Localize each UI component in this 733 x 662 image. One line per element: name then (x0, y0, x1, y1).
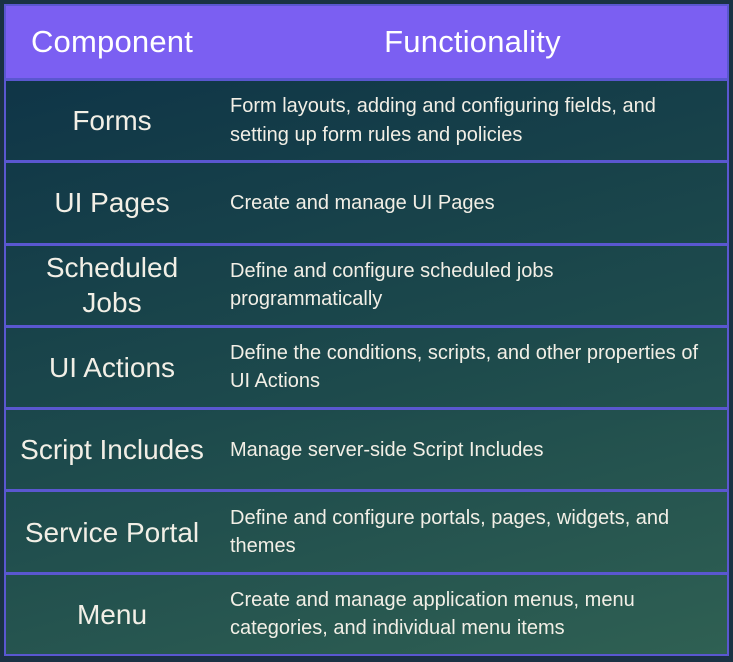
functionality-cell: Create and manage application menus, men… (230, 588, 635, 640)
functionality-cell: Define and configure portals, pages, wid… (230, 506, 670, 558)
functionality-cell: Define the conditions, scripts, and othe… (230, 342, 699, 393)
component-cell: UI Actions (48, 351, 176, 383)
component-cell: Script Includes (20, 434, 204, 466)
functionality-cell: Manage server-side Script Includes (230, 438, 544, 461)
table-row-scheduled-jobs: Scheduled Jobs Define and configure sche… (6, 242, 727, 325)
component-cell: UI Pages (54, 187, 170, 219)
functionality-cell: Define and configure scheduled jobs prog… (230, 259, 554, 311)
component-cell: Forms (72, 105, 152, 137)
component-cell: Menu (76, 598, 148, 630)
table-row-ui-pages: UI Pages Create and manage UI Pages (6, 160, 727, 242)
table-row-service-portal: Service Portal Define and configure port… (6, 489, 727, 571)
table-row-menu: Menu Create and manage application menus… (6, 571, 727, 654)
column-header-functionality: Functionality (384, 24, 561, 59)
functionality-cell: Form layouts, adding and configuring fie… (230, 95, 656, 146)
table-row-script-includes: Script Includes Manage server-side Scrip… (6, 407, 727, 489)
component-cell: Service Portal (24, 516, 200, 548)
component-functionality-table: Component Functionality Forms Form layou… (4, 4, 729, 656)
table-row-ui-actions: UI Actions Define the conditions, script… (6, 324, 727, 407)
functionality-cell: Create and manage UI Pages (230, 191, 495, 214)
table-header: Component Functionality (6, 6, 727, 78)
component-cell: Scheduled Jobs (45, 252, 179, 319)
column-header-component: Component (30, 24, 194, 59)
table-body: Forms Form layouts, adding and configuri… (6, 78, 727, 654)
table-row-forms: Forms Form layouts, adding and configuri… (6, 78, 727, 160)
